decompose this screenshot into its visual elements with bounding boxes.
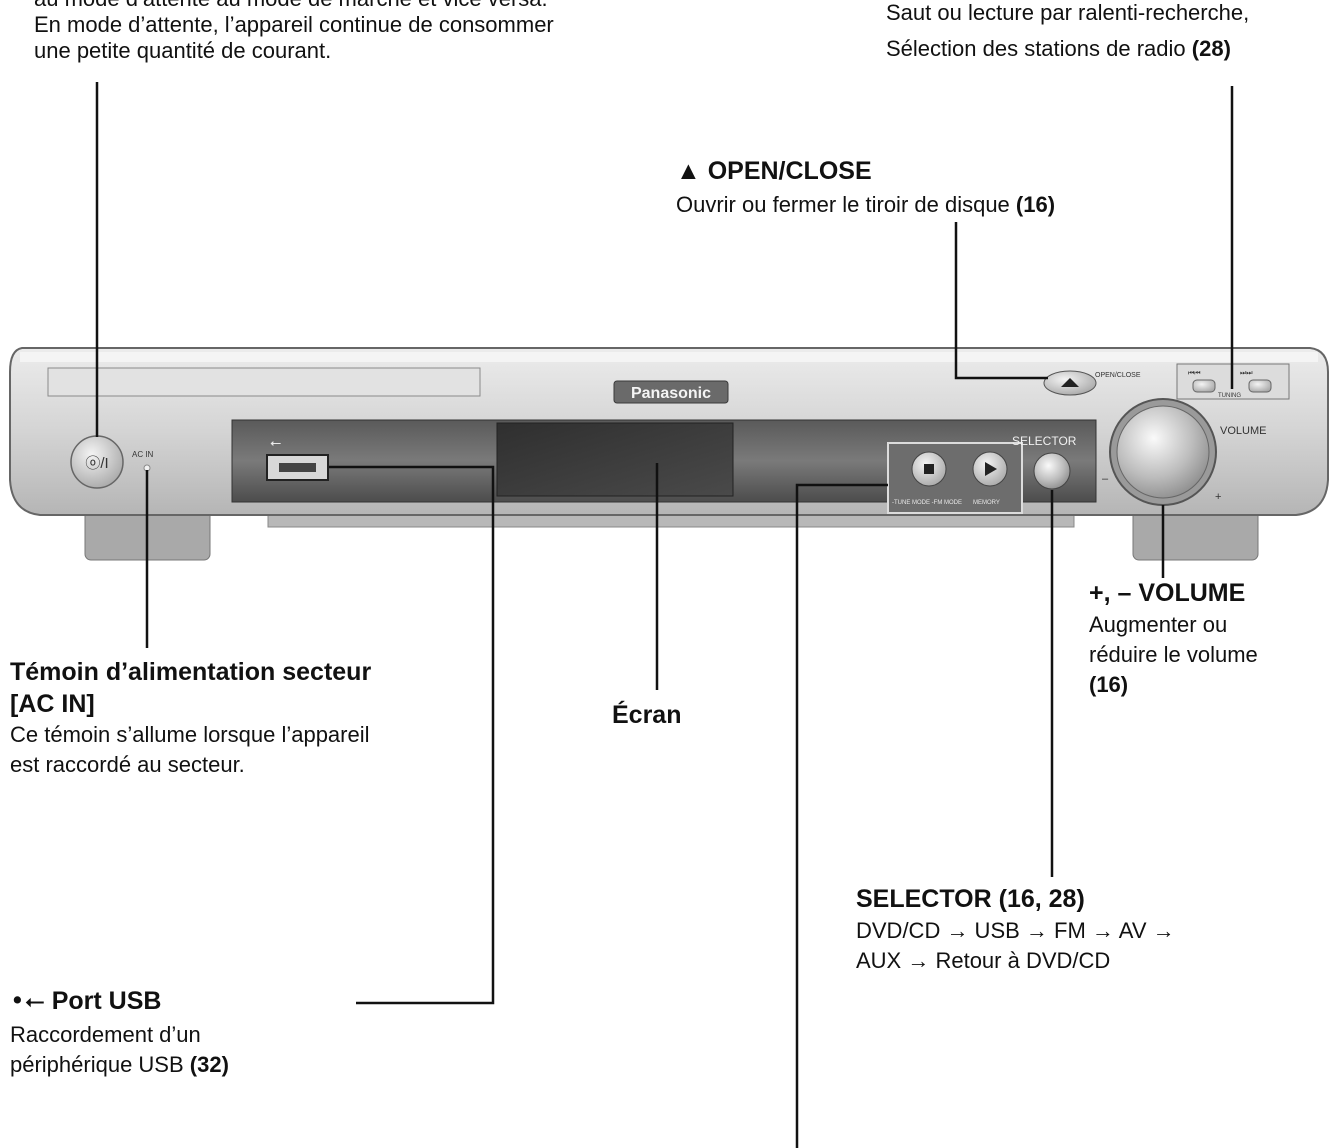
skip-right-label: ⏭⏭ xyxy=(1240,370,1253,377)
skip-left-label: ⏮⏮ xyxy=(1188,370,1201,377)
power-desc-line3: une petite quantité de courant. xyxy=(34,38,332,63)
selector-title: SELECTOR (16, 28) xyxy=(856,885,1085,913)
play-sublabel: MEMORY xyxy=(973,500,1000,506)
leader-open-close xyxy=(954,222,1048,380)
usb-ref: (32) xyxy=(189,1052,229,1077)
volume-desc-line1: Augmenter ou xyxy=(1089,612,1228,637)
open-close-desc: Ouvrir ou fermer le tiroir de disque (16… xyxy=(676,192,1056,217)
power-desc-line1: au mode d’attente au mode de marche et v… xyxy=(34,0,548,12)
volume-title: +, – VOLUME xyxy=(1089,579,1246,607)
eject-icon xyxy=(1061,378,1079,387)
skip-desc-ref: (28) xyxy=(1191,36,1231,61)
volume-device-label: VOLUME xyxy=(1220,425,1266,437)
eject-symbol-icon: ▲ xyxy=(676,157,701,185)
usb-slot xyxy=(279,463,316,472)
top-highlight xyxy=(20,352,1318,362)
usb-device-icon: ⭠ xyxy=(270,435,281,451)
usb-desc-line2: périphérique USB (32) xyxy=(10,1052,229,1077)
usb-title: •⭠ Port USB xyxy=(10,986,162,1015)
selector-device-label: SELECTOR xyxy=(1012,434,1077,448)
volume-plus-label: + xyxy=(1215,491,1221,503)
volume-desc-line2: réduire le volume xyxy=(1089,642,1258,667)
ac-in-device-label: AC IN xyxy=(132,450,154,459)
leader-stop-play xyxy=(795,483,888,1148)
display-screen xyxy=(496,422,734,497)
leader-usb xyxy=(329,465,495,1005)
ac-in-title-line2: [AC IN] xyxy=(10,690,95,718)
usb-desc-line1: Raccordement d’un xyxy=(10,1022,201,1047)
usb-symbol-icon: •⭠ xyxy=(10,986,45,1015)
power-icon: ⓞ/I xyxy=(85,455,108,472)
selector-button[interactable] xyxy=(1033,452,1071,490)
skip-back-button[interactable] xyxy=(1192,379,1216,393)
leader-lines xyxy=(95,82,1234,1148)
open-close-title: ▲ OPEN/CLOSE xyxy=(676,157,872,185)
ac-in-title-line1: Témoin d’alimentation secteur xyxy=(10,658,372,686)
skip-forward-button[interactable] xyxy=(1248,379,1272,393)
disc-tray[interactable] xyxy=(47,367,481,397)
volume-minus-label: – xyxy=(1102,473,1109,485)
open-close-device-label: OPEN/CLOSE xyxy=(1095,372,1141,379)
play-icon xyxy=(985,462,997,476)
brand-logo: Panasonic xyxy=(631,385,711,402)
brand-badge xyxy=(613,380,729,404)
open-close-ref: (16) xyxy=(1015,192,1056,217)
selector-desc-line2: AUX → Retour à DVD/CD xyxy=(856,948,1111,973)
skip-desc-line2: Sélection des stations de radio (28) xyxy=(886,36,1231,61)
stop-sublabel: -TUNE MODE -FM MODE xyxy=(892,500,962,506)
screen-title: Écran xyxy=(612,701,682,729)
skip-desc-line1: Saut ou lecture par ralenti-recherche, xyxy=(886,0,1250,25)
volume-ref: (16) xyxy=(1089,672,1129,697)
tuning-label: TUNING xyxy=(1218,393,1241,399)
selector-desc-line1: DVD/CD → USB → FM → AV → xyxy=(856,918,1175,943)
stop-icon xyxy=(924,464,934,474)
ac-in-desc-line2: est raccordé au secteur. xyxy=(10,752,245,777)
power-desc-line2: En mode d’attente, l’appareil continue d… xyxy=(34,12,554,37)
ac-in-desc-line1: Ce témoin s’allume lorsque l’appareil xyxy=(10,722,370,747)
volume-knob[interactable] xyxy=(1116,405,1210,499)
